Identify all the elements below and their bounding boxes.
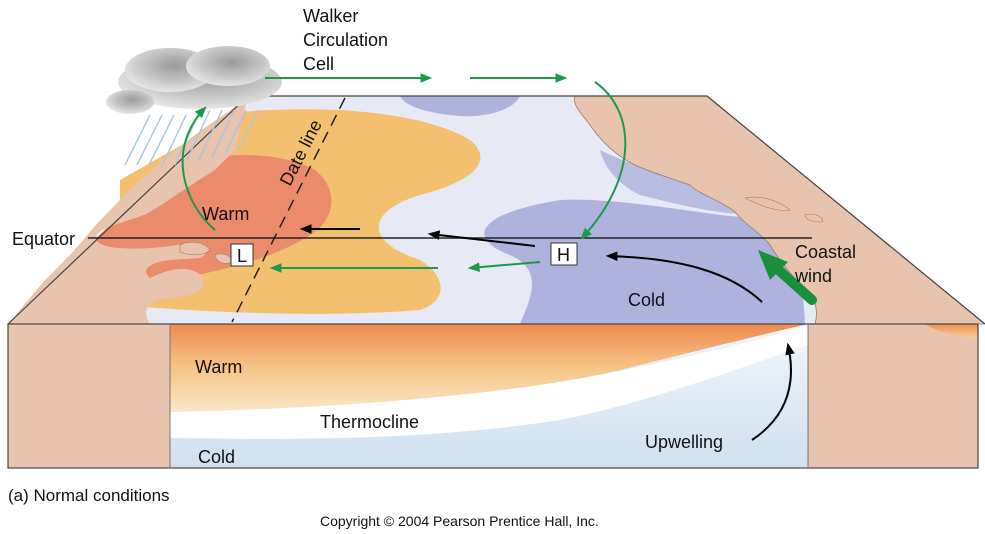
walker-label-line3: Cell [303,54,334,74]
land-caribbean [744,196,823,223]
cold-tongue [484,199,805,324]
walker-descending-arrow [580,81,627,240]
copyright: Copyright © 2004 Pearson Prentice Hall, … [320,513,599,529]
rain-cloud [106,46,282,169]
warm-surface-label: Warm [202,204,249,224]
trade-wind-arrows [299,224,795,441]
caption: (a) Normal conditions [8,486,170,505]
thermocline-band [170,326,808,439]
high-pressure-label: H [557,245,570,265]
low-pressure-box [230,243,254,267]
cold-surface-label: Cold [628,290,665,310]
low-pressure-label: L [237,246,247,266]
walker-circulation-arrows [181,73,627,273]
cold-depth-label: Cold [198,447,235,467]
thermocline-label: Thermocline [320,412,419,432]
coastal-wind-label-line1: Coastal [795,242,856,262]
walker-ascending-arrow [181,106,216,231]
warm-depth-label: Warm [195,357,242,377]
coastal-wind-arrow [758,250,817,305]
walker-label-line1: Walker [303,6,358,26]
cross-section-land-right [808,324,978,468]
trade-wind-arrow-central [427,230,536,247]
high-pressure-box [550,242,578,266]
walker-surface-arrow-east [467,261,541,272]
cross-section-warm-layer [170,324,808,412]
cold-patch-north [400,96,520,117]
upwelling-label: Upwelling [645,432,723,452]
surface-top-edge [7,95,985,325]
cross-section-border [7,323,979,469]
walker-label-line2: Circulation [303,30,388,50]
coastal-wind-label-line2: wind [794,266,832,286]
cross-section-land-left [8,324,170,468]
equator-label: Equator [12,229,75,249]
date-line [231,97,346,323]
upwelling-arrow [751,342,795,441]
cross-section-right-warm-edge [925,324,978,340]
trade-wind-arrow-east [605,251,763,303]
